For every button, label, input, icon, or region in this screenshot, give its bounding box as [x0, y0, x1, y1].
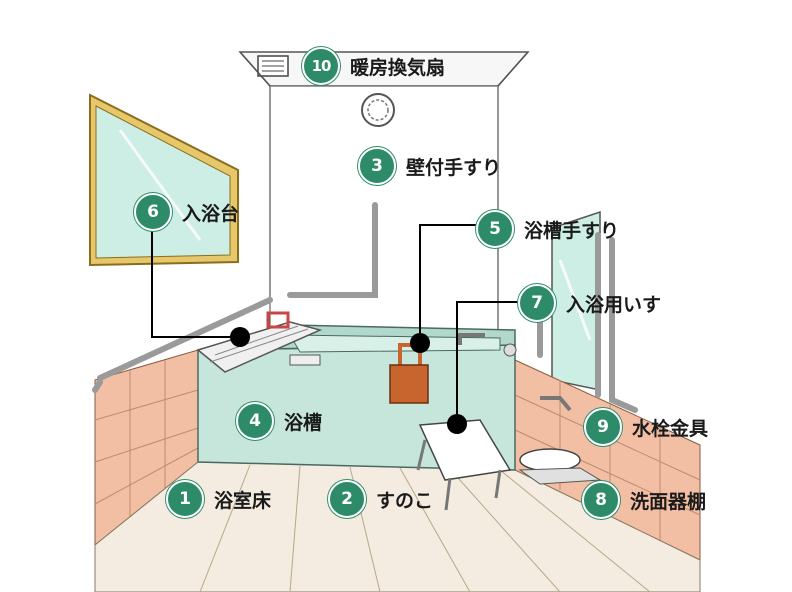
label-text-duckboard: すのこ	[376, 489, 434, 512]
badge-6: 6	[134, 193, 172, 231]
ventilation-fan-icon	[257, 55, 289, 77]
label-text-heating-vent-fan: 暖房換気扇	[350, 56, 446, 79]
wash-basin	[518, 448, 602, 485]
badge-2: 2	[328, 480, 366, 518]
faucet-icon	[458, 333, 572, 412]
label-shower-chair: 7 入浴用いす	[518, 284, 661, 322]
label-wall-handrail: 3 壁付手すり	[358, 147, 501, 185]
label-duckboard: 2 すのこ	[328, 480, 433, 518]
label-faucet-fixture: 9 水栓金具	[584, 408, 708, 446]
badge-8: 8	[582, 481, 620, 519]
label-bath-board: 6 入浴台	[134, 193, 239, 231]
label-text-bath-board: 入浴台	[182, 202, 240, 225]
badge-7: 7	[518, 284, 556, 322]
right-mirror	[551, 210, 601, 391]
label-text-tub-handrail: 浴槽手すり	[524, 219, 620, 242]
bath-board	[196, 311, 323, 373]
label-bathtub: 4 浴槽	[236, 402, 322, 440]
badge-10: 10	[302, 47, 340, 85]
label-heating-vent-fan: 10 暖房換気扇	[302, 47, 445, 85]
label-text-shower-chair: 入浴用いす	[566, 293, 662, 316]
left-window	[89, 93, 239, 267]
label-text-bathroom-floor: 浴室床	[214, 489, 272, 512]
badge-9: 9	[584, 408, 622, 446]
pointer-dots	[230, 327, 467, 434]
label-text-faucet-fixture: 水栓金具	[632, 417, 709, 440]
badge-1: 1	[166, 480, 204, 518]
badge-3: 3	[358, 147, 396, 185]
leader-lines	[151, 224, 522, 420]
bath-grip-and-stool	[389, 343, 429, 404]
ceiling-light-icon	[361, 93, 395, 127]
label-tub-handrail: 5 浴槽手すり	[476, 210, 619, 248]
label-text-basin-shelf: 洗面器棚	[630, 490, 707, 513]
label-text-wall-handrail: 壁付手すり	[406, 156, 502, 179]
badge-4: 4	[236, 402, 274, 440]
label-basin-shelf: 8 洗面器棚	[582, 481, 706, 519]
label-bathroom-floor: 1 浴室床	[166, 480, 271, 518]
label-text-bathtub: 浴槽	[284, 411, 323, 434]
badge-5: 5	[476, 210, 514, 248]
